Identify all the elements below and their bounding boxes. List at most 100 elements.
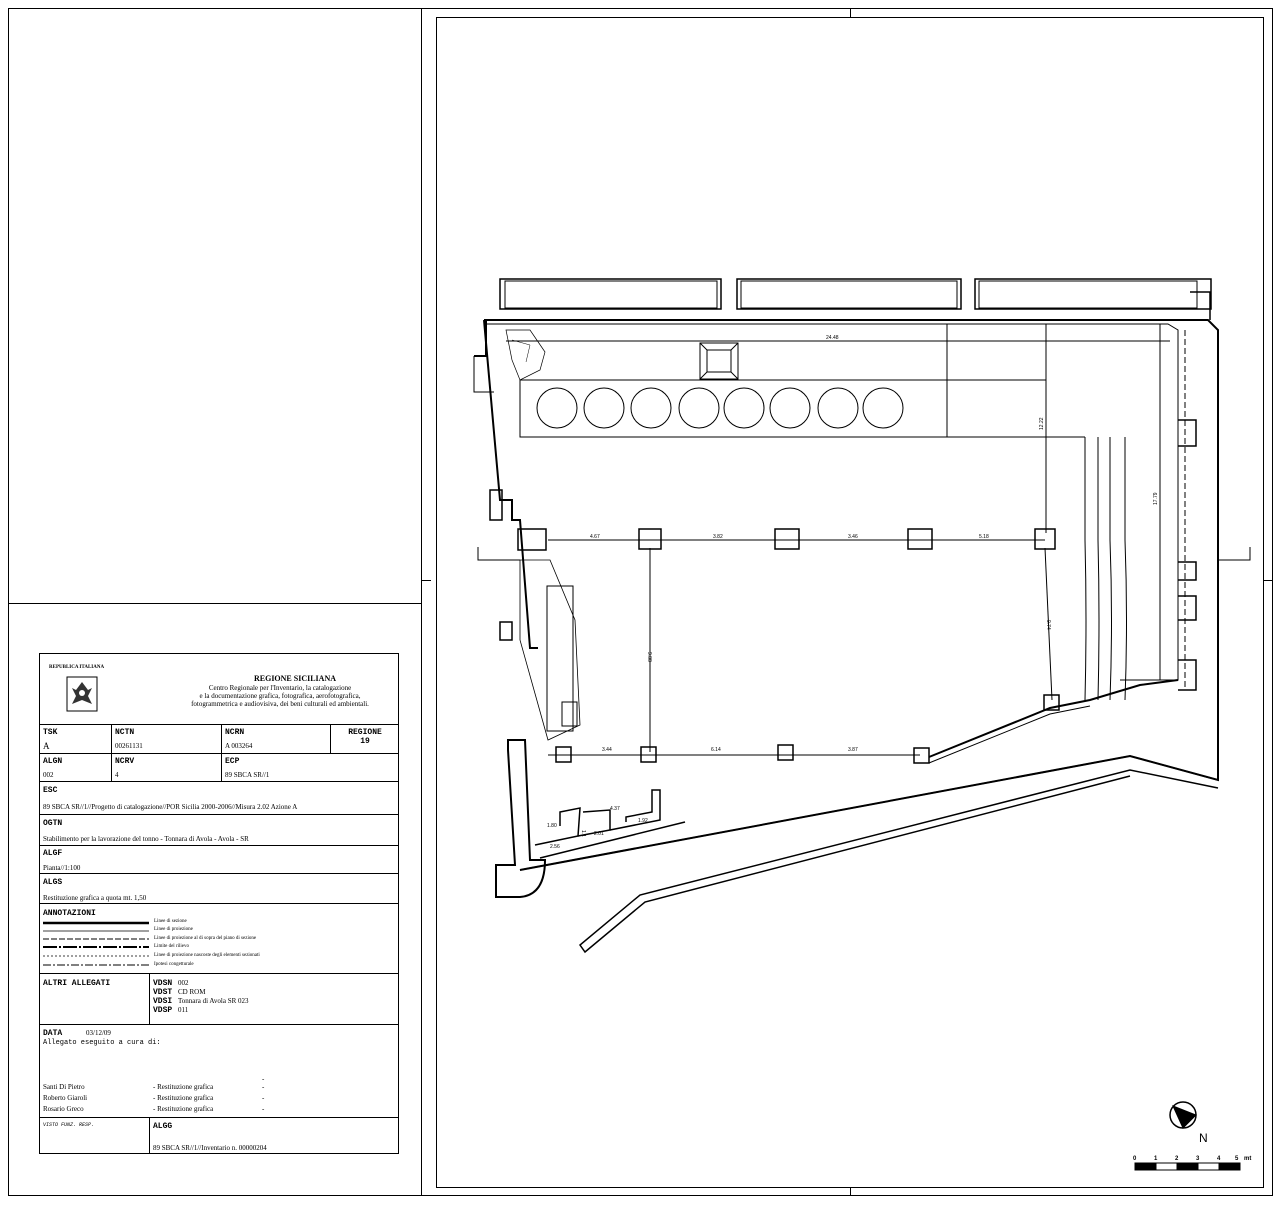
person-1-name: Santi Di Pietro xyxy=(43,1083,85,1091)
regione-cell: REGIONE 19 xyxy=(330,725,398,753)
dim-bay-2: 3.82 xyxy=(713,534,723,540)
scale-tick-5: 5 xyxy=(1235,1156,1239,1162)
dim-top-width: 24.48 xyxy=(826,335,839,341)
visto-label: VISTO FUNZ. RESP. xyxy=(43,1122,95,1128)
dim-right-outer: 17.79 xyxy=(1153,492,1159,505)
row-algf: ALGF Pianta//1:100 xyxy=(40,845,398,873)
dim-small-6: 1.1 xyxy=(580,830,586,837)
title-block: REPUBLICA ITALIANA REGIONE SICILIANA Cen… xyxy=(39,653,399,1154)
coastal-path xyxy=(519,755,1219,954)
fold-mark-top xyxy=(850,8,851,17)
title-header: REPUBLICA ITALIANA REGIONE SICILIANA Cen… xyxy=(40,654,398,722)
dim-right-inner: 12.22 xyxy=(1039,417,1045,430)
dim-bottom-1: 3.44 xyxy=(602,747,612,753)
person-3-end: - xyxy=(262,1105,265,1113)
fold-mark-left xyxy=(422,580,431,581)
algn-label: ALGN xyxy=(43,757,63,766)
scale-bar-icon xyxy=(1134,1162,1241,1171)
row-algn: ALGN 002 NCRV 4 ECP 89 SBCA SR//1 xyxy=(40,753,398,781)
algs-value: Restituzione grafica a quota mt. 1,50 xyxy=(43,894,147,902)
sheet-border-left xyxy=(8,8,9,1196)
skylight xyxy=(699,342,739,380)
ncrn-cell: NCRN A 003264 xyxy=(221,725,330,753)
left-wall xyxy=(474,319,538,649)
person-3-name: Rosario Greco xyxy=(43,1105,84,1113)
person-2-role: - Restituzione grafica xyxy=(153,1094,214,1102)
row-algs: ALGS Restituzione grafica a quota mt. 1,… xyxy=(40,873,398,903)
vdst-key: VDST xyxy=(153,988,173,997)
esc-label: ESC xyxy=(43,786,58,795)
algf-value: Pianta//1:100 xyxy=(43,864,81,872)
legend-item-1: Linee di sezione xyxy=(154,919,187,924)
vdsi-value: Tonnara di Avola SR 023 xyxy=(178,997,249,1005)
ncrv-label: NCRV xyxy=(115,757,135,766)
top-wall-strip xyxy=(499,278,1212,310)
row-footer: VISTO FUNZ. RESP. ALGG 89 SBCA SR//1//In… xyxy=(40,1117,398,1153)
altri-allegati-label: ALTRI ALLEGATI xyxy=(43,979,111,988)
ogtn-value: Stabilimento per la lavorazione del tonn… xyxy=(43,835,249,843)
sheet-divider-horizontal xyxy=(8,603,422,604)
annotazioni-label: ANNOTAZIONI xyxy=(43,909,96,918)
region-title: REGIONE SICILIANA xyxy=(253,674,337,683)
outer-wall xyxy=(484,319,1219,871)
ecp-label: ECP xyxy=(225,757,240,766)
small-rooms xyxy=(534,789,686,859)
data-label: DATA xyxy=(43,1029,63,1038)
column-grid xyxy=(517,528,1060,764)
center-line-3: fotogrammetrica e audiovisiva, dei beni … xyxy=(191,700,369,708)
scale-tick-0: 0 xyxy=(1133,1156,1137,1162)
row-annotazioni: ANNOTAZIONI Linee di sezione Linee di pr… xyxy=(40,903,398,973)
center-line-1: Centro Regionale per l'Inventario, la ca… xyxy=(208,684,352,692)
legend-item-4: Limite del rilievo xyxy=(154,944,189,949)
dim-small-5: 2.56 xyxy=(550,844,560,850)
vdsp-key: VDSP xyxy=(153,1006,173,1015)
tsk-value: A xyxy=(43,741,50,751)
row-ogtn: OGTN Stabilimento per la lavorazione del… xyxy=(40,814,398,845)
esc-value: 89 SBCA SR//1//Progetto di catalogazione… xyxy=(43,803,298,811)
algg-label: ALGG xyxy=(153,1122,173,1131)
sheet-border-right xyxy=(1272,8,1273,1196)
allegati-cell: VDSN 002 VDST CD ROM VDSI Tonnara di Avo… xyxy=(149,974,398,1024)
ncrn-label: NCRN xyxy=(225,728,245,737)
dim-bay-1: 4.67 xyxy=(590,534,600,540)
dim-small-4: 2.01 xyxy=(594,831,604,837)
center-line-2: e la documentazione grafica, fotografica… xyxy=(199,692,361,700)
ncrv-value: 4 xyxy=(115,771,119,779)
nctn-value: 00261131 xyxy=(115,742,143,750)
ecp-cell: ECP 89 SBCA SR//1 xyxy=(221,754,398,781)
dim-bay-4: 5.18 xyxy=(979,534,989,540)
algg-cell: ALGG 89 SBCA SR//1//Inventario n. 000002… xyxy=(149,1118,398,1153)
fold-mark-right xyxy=(1264,580,1273,581)
legend-item-6: Ipotesi congetturale xyxy=(154,962,194,967)
dim-small-3: 1.80 xyxy=(547,823,557,829)
regione-value: 19 xyxy=(360,737,370,746)
dim-bay-3: 3.46 xyxy=(848,534,858,540)
scale-tick-4: 4 xyxy=(1217,1156,1221,1162)
rock-corner xyxy=(505,329,546,381)
person-3-role: - Restituzione grafica xyxy=(153,1105,214,1113)
dim-left-span: 9.88 xyxy=(646,652,652,662)
vdsn-key: VDSN xyxy=(153,979,173,988)
ecp-value: 89 SBCA SR//1 xyxy=(225,771,270,779)
nctn-cell: NCTN 00261131 xyxy=(111,725,221,753)
dim-small-2: 1.92 xyxy=(638,818,648,824)
legend-item-5: Linee di proiezione nascoste degli eleme… xyxy=(154,953,260,958)
ncrn-value: A 003264 xyxy=(225,742,253,750)
sheet-divider-vertical xyxy=(421,8,422,1196)
vdsi-key: VDSI xyxy=(153,997,173,1006)
sheet-border-bottom xyxy=(8,1195,1273,1196)
republic-label: REPUBLICA ITALIANA xyxy=(49,665,105,670)
vdst-value: CD ROM xyxy=(178,988,206,996)
sheet-border-top xyxy=(8,8,1273,9)
person-2-name: Roberto Giaroli xyxy=(43,1094,88,1102)
row-data: DATA 03/12/09 Allegato eseguito a cura d… xyxy=(40,1024,398,1117)
vdsp-value: 011 xyxy=(178,1006,189,1014)
data-value: 03/12/09 xyxy=(86,1029,111,1037)
row-altri-allegati: ALTRI ALLEGATI VDSN 002 VDST CD ROM VDSI… xyxy=(40,973,398,1024)
legend-line-samples xyxy=(43,921,149,966)
person-2-end: - xyxy=(262,1094,265,1102)
region-emblem-icon xyxy=(66,676,98,712)
scale-tick-1: 1 xyxy=(1154,1156,1158,1162)
drawing-frame xyxy=(436,17,1264,1188)
